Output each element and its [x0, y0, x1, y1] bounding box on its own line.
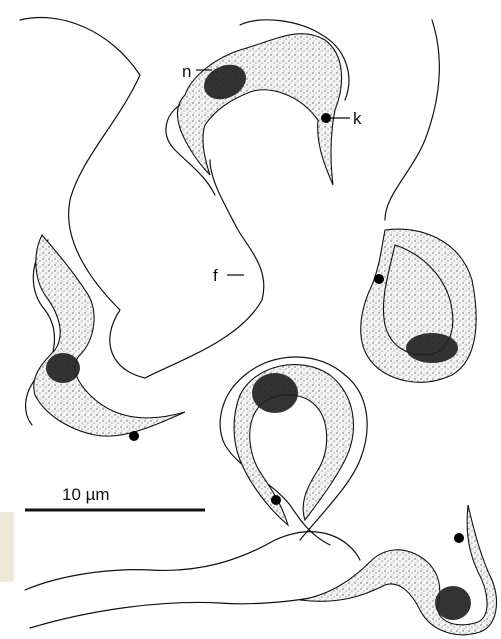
nucleus [435, 586, 471, 620]
nucleus [46, 353, 80, 383]
trypanosome-cell-2 [26, 235, 185, 441]
kinetoplast [129, 431, 139, 441]
trypanosome-cell-3 [361, 20, 476, 382]
nucleus-label: n [182, 62, 191, 81]
scale-bar: 10 µm [25, 485, 205, 510]
kinetoplast [374, 274, 384, 284]
scale-bar-label: 10 µm [62, 485, 110, 504]
trypanosome-cell-5 [25, 505, 496, 635]
nucleus [406, 333, 458, 363]
flagellum-line [385, 20, 439, 220]
flagellum-line [30, 595, 330, 628]
flagellum-line [25, 532, 360, 590]
kinetoplast-label: k [353, 109, 362, 128]
flagellum-label: f [213, 266, 218, 285]
kinetoplast [271, 495, 281, 505]
nucleus [252, 373, 298, 413]
side-tab [0, 512, 14, 582]
kinetoplast [321, 113, 331, 123]
cell-body [177, 34, 341, 185]
kinetoplast [454, 533, 464, 543]
trypanosome-cell-4 [220, 357, 367, 545]
cell-body [300, 505, 496, 635]
